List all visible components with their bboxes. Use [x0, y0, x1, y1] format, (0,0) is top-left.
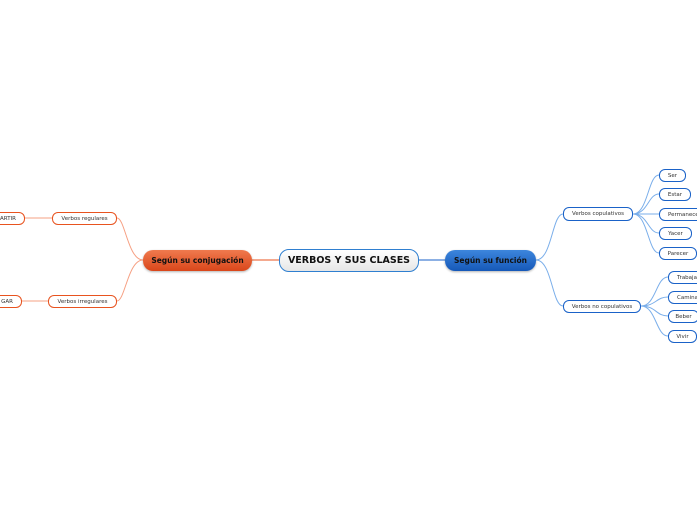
subtopic-verbos-irregulares[interactable]: Verbos irregulares [48, 295, 117, 308]
leaf-parecer[interactable]: Parecer [659, 247, 697, 260]
subtopic-verbos-no-copulativos[interactable]: Verbos no copulativos [563, 300, 641, 313]
leaf-beber[interactable]: Beber [668, 310, 697, 323]
subtopic-verbos-regulares[interactable]: Verbos regulares [52, 212, 117, 225]
leaf-caminar[interactable]: Caminar [668, 291, 697, 304]
topic-conjugacion[interactable]: Según su conjugación [143, 250, 252, 271]
subtopic-partir[interactable]: PARTIR [0, 212, 25, 225]
leaf-estar[interactable]: Estar [659, 188, 691, 201]
leaf-trabajar[interactable]: Trabajar [668, 271, 697, 284]
leaf-vivir[interactable]: Vivir [668, 330, 697, 343]
subtopic-verbos-copulativos[interactable]: Verbos copulativos [563, 207, 633, 221]
leaf-permanecer[interactable]: Permanecer [659, 208, 697, 221]
central-topic[interactable]: VERBOS Y SUS CLASES [279, 249, 419, 272]
subtopic-gar[interactable]: GAR [0, 295, 22, 308]
leaf-ser[interactable]: Ser [659, 169, 686, 182]
topic-funcion[interactable]: Según su función [445, 250, 536, 271]
leaf-yacer[interactable]: Yacer [659, 227, 692, 240]
